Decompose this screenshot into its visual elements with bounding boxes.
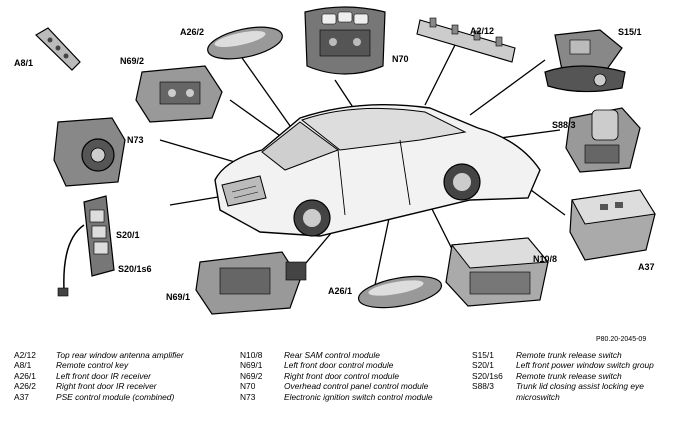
legend-row: N69/1 Left front door control module [240, 360, 465, 370]
legend-row: S88/3 Trunk lid closing assist locking ey… [472, 381, 677, 402]
legend-code: A26/2 [14, 381, 36, 392]
legend-code: N69/1 [240, 360, 263, 371]
pse-control-module-illustration [569, 189, 656, 261]
callout-a2-12: A2/12 [470, 26, 494, 36]
callout-n10-8: N10/8 [533, 254, 557, 264]
legend-row: N70 Overhead control panel control module [240, 381, 465, 391]
legend-desc: Remote trunk release switch [516, 370, 622, 381]
car-illustration [214, 103, 541, 237]
legend-row: A26/2 Right front door IR receiver [14, 381, 236, 391]
callout-labels: A8/1 A26/2 N70 A2/12 S15/1 N69/2 N73 S88… [14, 26, 655, 302]
legend-desc: Rear SAM control module [284, 350, 380, 360]
legend-desc: Remote control key [56, 360, 129, 371]
overhead-control-panel-illustration [304, 6, 386, 75]
legend-code: A2/12 [14, 350, 36, 360]
legend-code: S20/1 [472, 360, 494, 371]
callout-a26-2: A26/2 [180, 27, 204, 37]
callout-n69-1: N69/1 [166, 292, 190, 302]
legend-code: N73 [240, 391, 256, 402]
right-door-module-illustration [135, 65, 223, 123]
legend-desc: Right front door IR receiver [56, 381, 157, 392]
legend-desc: Overhead control panel control module [284, 381, 429, 392]
legend-row: N69/2 Right front door control module [240, 371, 465, 381]
legend-row: A37 PSE control module (combined) [14, 392, 236, 402]
callout-s20-1: S20/1 [116, 230, 140, 240]
legend-column-2: N10/8 Rear SAM control module N69/1 Left f… [240, 350, 465, 402]
callout-a37: A37 [638, 262, 655, 272]
legend-desc: Right front door control module [284, 370, 399, 381]
legend-desc: Left front door control module [284, 360, 394, 371]
legend-desc: Top rear window antenna amplifier [56, 350, 184, 360]
trunk-release-switch-illustration [544, 29, 626, 93]
legend-desc: Electronic ignition switch control modul… [284, 391, 433, 402]
legend-desc: Left front power window switch group [516, 360, 654, 371]
window-switch-group-illustration [57, 195, 115, 297]
callout-a26-1: A26/1 [328, 286, 352, 296]
legend-code: N10/8 [240, 350, 263, 360]
legend-code: N69/2 [240, 370, 263, 381]
legend-desc: PSE control module (combined) [56, 391, 175, 402]
callout-s15-1: S15/1 [618, 27, 642, 37]
legend-code: A26/1 [14, 370, 36, 381]
legend-code: N70 [240, 381, 256, 392]
trunk-lid-microswitch-illustration [565, 107, 641, 173]
left-door-module-illustration [195, 251, 307, 315]
legend-desc: Trunk lid closing assist locking eye mic… [516, 381, 644, 402]
ir-receiver-right-illustration [207, 26, 283, 60]
legend-row: A2/12 Top rear window antenna amplifier [14, 350, 236, 360]
callout-n73: N73 [127, 135, 144, 145]
legend-code: S88/3 [472, 381, 494, 392]
ir-receiver-left-illustration [357, 275, 443, 309]
callout-s88-3: S88/3 [552, 120, 576, 130]
ignition-switch-module-illustration [53, 117, 126, 187]
legend-code: S15/1 [472, 350, 494, 360]
rear-sam-module-illustration [445, 237, 550, 307]
legend-code: A8/1 [14, 360, 32, 371]
legend-row: S15/1 Remote trunk release switch [472, 350, 677, 360]
legend-desc: Remote trunk release switch [516, 350, 622, 360]
callout-s20-1s6: S20/1s6 [118, 264, 152, 274]
component-location-diagram: A8/1 A26/2 N70 A2/12 S15/1 N69/2 N73 S88… [14, 6, 656, 315]
legend-row: N73 Electronic ignition switch control mo… [240, 392, 465, 402]
legend-code: A37 [14, 391, 29, 402]
legend-row: S20/1 Left front power window switch grou… [472, 360, 677, 370]
legend-row: N10/8 Rear SAM control module [240, 350, 465, 360]
legend-row: A8/1 Remote control key [14, 360, 236, 370]
reference-code: P80.20-2045-09 [596, 336, 647, 343]
legend-desc: Left front door IR receiver [56, 370, 151, 381]
legend-code: S20/1s6 [472, 370, 503, 381]
antenna-amplifier-illustration [416, 17, 516, 63]
callout-n69-2: N69/2 [120, 56, 144, 66]
legend-row: A26/1 Left front door IR receiver [14, 371, 236, 381]
legend-column-1: A2/12 Top rear window antenna amplifier A… [14, 350, 236, 402]
legend-row: S20/1s6 Remote trunk release switch [472, 371, 677, 381]
remote-key-illustration [35, 27, 81, 71]
callout-n70: N70 [392, 54, 409, 64]
callout-a8-1: A8/1 [14, 58, 33, 68]
